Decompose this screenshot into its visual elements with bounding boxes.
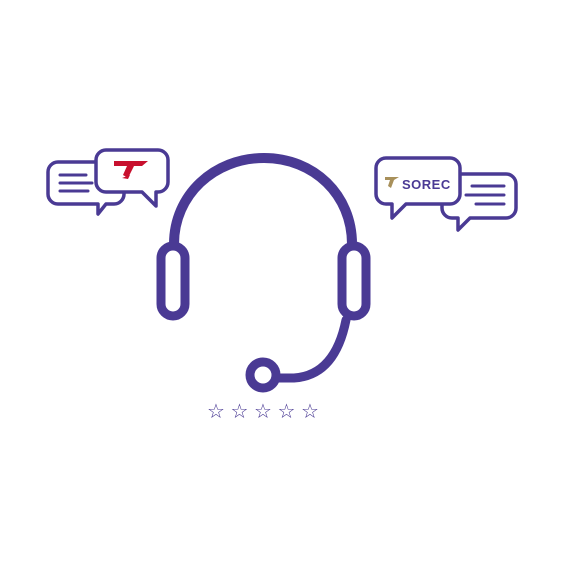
- left-chat-bubbles: [46, 148, 170, 216]
- star-icon: ☆: [301, 399, 319, 423]
- star-rating: ☆☆☆☆☆: [207, 399, 319, 423]
- gold-horse-logo-icon: [385, 177, 399, 188]
- star-icon: ☆: [278, 399, 296, 423]
- right-chat-bubbles: SOREC: [374, 156, 518, 232]
- star-icon: ☆: [254, 399, 272, 423]
- headset-icon: [156, 152, 371, 393]
- star-icon: ☆: [231, 399, 249, 423]
- sorec-logo-text: SOREC: [402, 177, 451, 192]
- red-runner-logo-icon: [114, 161, 148, 179]
- right-earcup: [337, 241, 371, 321]
- left-earcup: [156, 241, 190, 321]
- microphone-boom: [271, 315, 351, 383]
- left-front-bubble: [94, 148, 170, 208]
- microphone-icon: [245, 357, 281, 393]
- right-front-bubble: SOREC: [374, 156, 462, 220]
- star-icon: ☆: [207, 399, 225, 423]
